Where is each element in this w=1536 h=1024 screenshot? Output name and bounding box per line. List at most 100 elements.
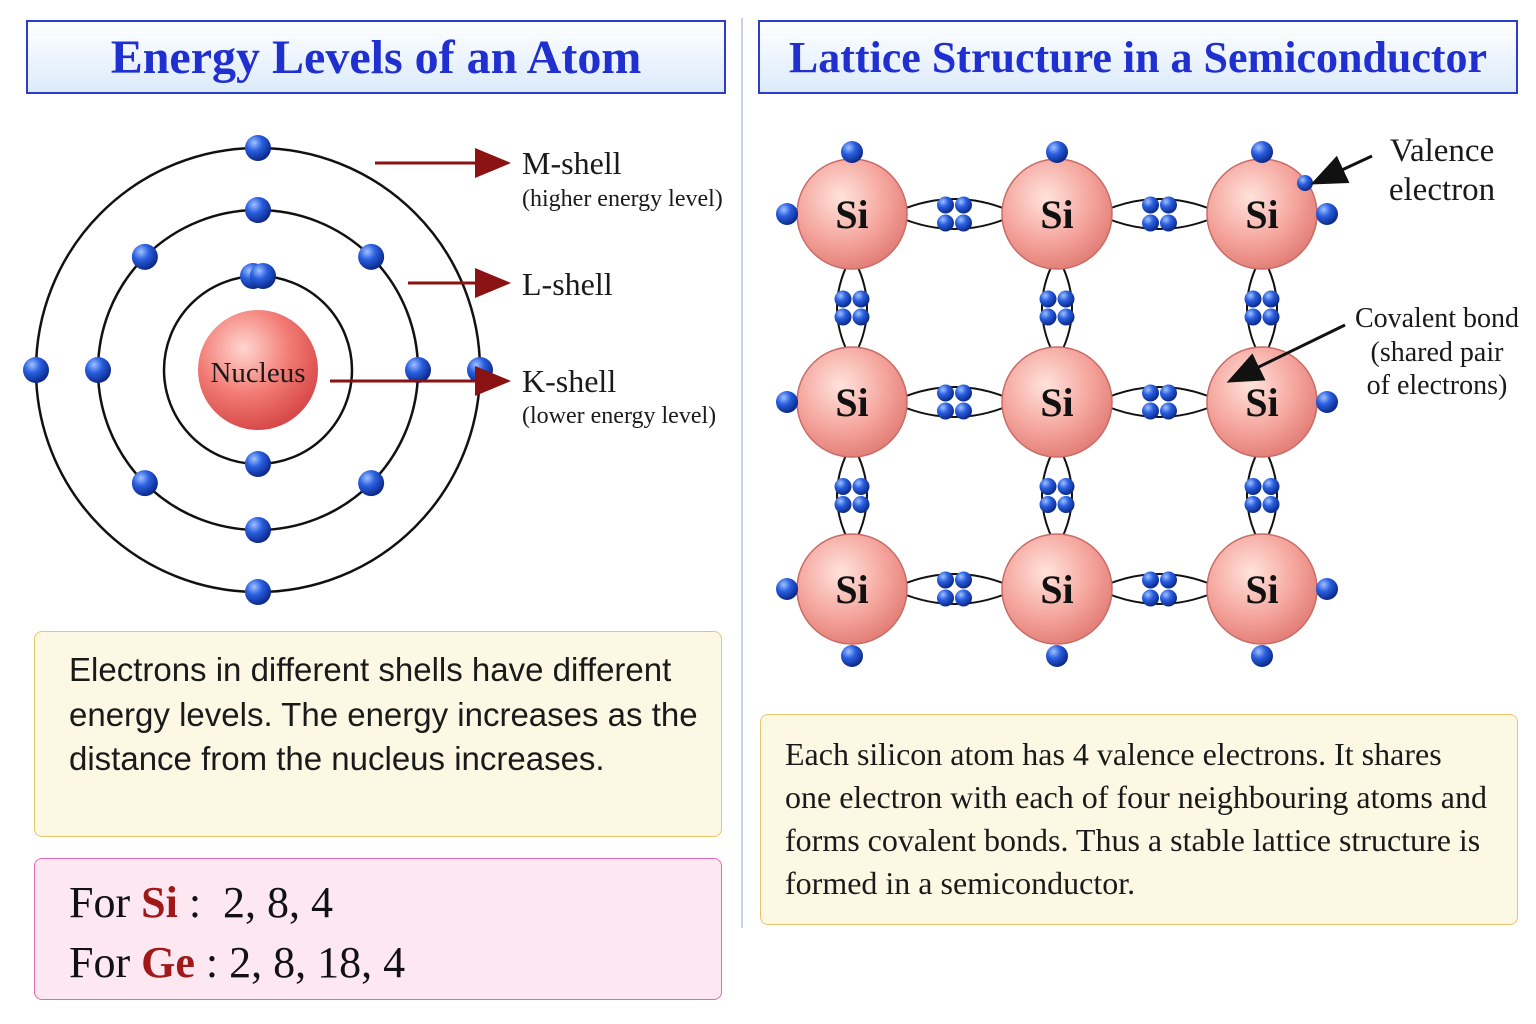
title-energy-levels-text: Energy Levels of an Atom <box>110 30 642 84</box>
shared-electron <box>1160 402 1177 420</box>
bond-label-line3: of electrons) <box>1367 370 1508 401</box>
si-atom-label: Si <box>1245 567 1278 612</box>
shared-electron <box>1142 402 1159 420</box>
shared-electron <box>1262 478 1280 495</box>
si-atom-label: Si <box>1245 380 1278 425</box>
shared-electron <box>1244 496 1262 513</box>
config-ge-values: : 2, 8, 18, 4 <box>194 938 406 987</box>
shared-electron <box>955 571 972 589</box>
covalent-bond-line <box>900 573 1009 586</box>
covalent-bond-line <box>1060 450 1073 541</box>
m-shell-electron <box>23 357 49 383</box>
config-ge-element: Ge <box>141 938 195 987</box>
l-shell-electron <box>358 470 385 497</box>
shared-electron <box>1039 290 1057 308</box>
valence-electron <box>776 203 798 225</box>
covalent-bond-line <box>1105 573 1214 586</box>
config-si: For Si : 2, 8, 4 <box>69 873 721 933</box>
shared-electron <box>834 308 852 326</box>
m-shell-electron <box>467 357 493 383</box>
config-ge: For Ge : 2, 8, 18, 4 <box>69 933 721 993</box>
valence-electron <box>1251 141 1273 163</box>
k-shell-note: (lower energy level) <box>522 403 716 429</box>
shared-electron <box>1244 290 1262 308</box>
covalent-bond-line <box>855 450 868 541</box>
si-atom-label: Si <box>1040 380 1073 425</box>
valence-electron <box>1316 203 1338 225</box>
shared-electron <box>1160 571 1177 589</box>
config-ge-prefix: For <box>69 938 142 987</box>
energy-explanation-text: Electrons in different shells have diffe… <box>69 651 698 777</box>
shared-electron <box>955 384 972 402</box>
title-lattice-structure: Lattice Structure in a Semiconductor <box>758 20 1518 94</box>
bond-label-line1: Covalent bond <box>1355 303 1519 334</box>
covalent-bond-line <box>1041 262 1054 354</box>
shared-electron <box>1057 308 1075 326</box>
title-energy-levels: Energy Levels of an Atom <box>26 20 726 94</box>
shared-electron <box>937 402 954 420</box>
k-shell-electron <box>250 263 276 289</box>
shared-electron <box>1142 571 1159 589</box>
shared-electron <box>834 496 852 513</box>
covalent-bond-line <box>1246 262 1259 354</box>
shared-electron <box>1160 214 1177 232</box>
shared-electron <box>1057 496 1075 513</box>
l-shell-label: L-shell <box>522 266 613 302</box>
valence-label-line1: Valence <box>1390 133 1494 169</box>
valence-electron <box>1316 391 1338 413</box>
l-shell-electron <box>131 470 158 497</box>
shared-electron <box>834 290 852 308</box>
shared-electron <box>852 478 870 495</box>
covalent-bond-line <box>1105 592 1214 605</box>
shared-electron <box>937 571 954 589</box>
shared-electron <box>852 290 870 308</box>
shared-electron <box>1244 478 1262 495</box>
si-atom-label: Si <box>835 380 868 425</box>
bond-arrow <box>1226 323 1346 383</box>
shared-electron <box>1160 384 1177 402</box>
si-atom-label: Si <box>1040 567 1073 612</box>
valence-electron <box>1251 645 1273 667</box>
covalent-bond-line <box>1060 262 1073 354</box>
shared-electron <box>955 214 972 232</box>
l-shell-electron <box>245 197 271 223</box>
si-atom-label: Si <box>835 567 868 612</box>
covalent-bond-line <box>900 217 1009 230</box>
l-shell-electron <box>131 243 158 270</box>
covalent-bond-line <box>1105 405 1214 418</box>
covalent-bond-line <box>900 198 1009 211</box>
valence-electron <box>1316 578 1338 600</box>
valence-electron <box>776 391 798 413</box>
si-atom-label: Si <box>1245 192 1278 237</box>
shared-electron <box>937 589 954 607</box>
covalent-bond-line <box>1265 262 1278 354</box>
covalent-bond-line <box>855 262 868 354</box>
covalent-bond-line <box>1105 386 1214 399</box>
config-si-prefix: For <box>69 878 142 927</box>
covalent-bond-line <box>900 386 1009 399</box>
lattice-explanation-text: Each silicon atom has 4 valence electron… <box>785 736 1487 901</box>
shared-electron <box>1262 308 1280 326</box>
shared-electron <box>1142 196 1159 214</box>
si-atom <box>1001 533 1113 645</box>
shared-electron <box>1262 290 1280 308</box>
config-si-element: Si <box>141 878 178 927</box>
electron-configuration-box: For Si : 2, 8, 4 For Ge : 2, 8, 18, 4 <box>34 858 722 1000</box>
shared-electron <box>1142 214 1159 232</box>
shared-electron <box>1262 496 1280 513</box>
atom-model: Nucleus <box>23 135 493 605</box>
shared-electron <box>1039 478 1057 495</box>
panel-divider <box>741 18 743 928</box>
si-atom-label: Si <box>1040 192 1073 237</box>
covalent-bond-line <box>1105 198 1214 211</box>
shared-electron <box>937 384 954 402</box>
bond-label-line2: (shared pair <box>1371 337 1505 368</box>
l-shell-electron <box>245 517 271 543</box>
valence-electron-highlight <box>1297 175 1313 191</box>
shared-electron <box>955 402 972 420</box>
shared-electron <box>937 214 954 232</box>
shared-electron <box>1039 308 1057 326</box>
shared-electron <box>1057 478 1075 495</box>
